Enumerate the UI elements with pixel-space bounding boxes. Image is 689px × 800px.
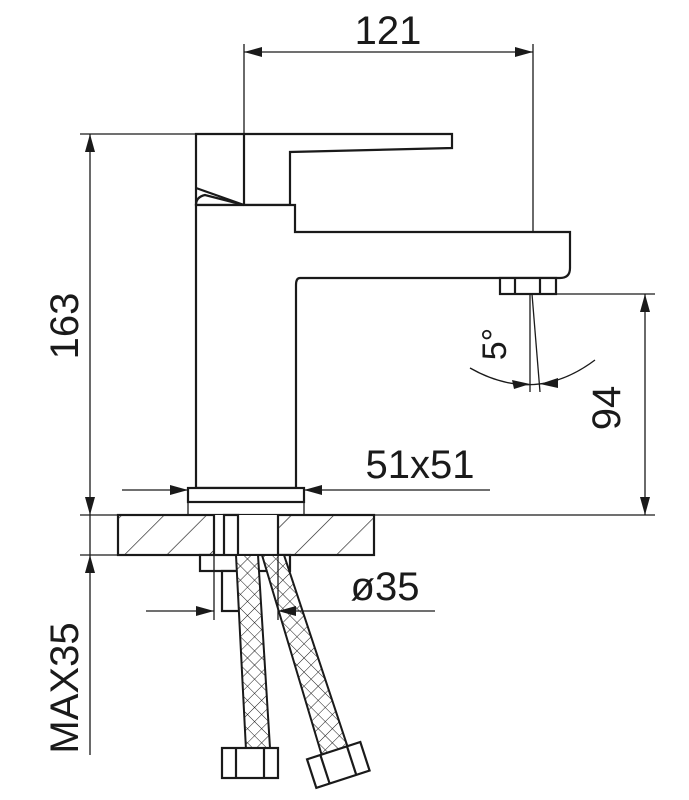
faucet-body <box>186 132 572 504</box>
spray-angle-indicator: 5° <box>469 293 596 393</box>
dimension-label-163: 163 <box>43 293 87 360</box>
dimension-hole-diameter: ø35 <box>146 555 435 620</box>
dimension-label-121: 121 <box>355 9 422 53</box>
dimension-label-diameter-35: ø35 <box>351 565 420 609</box>
dimension-label-51x51: 51x51 <box>366 443 475 487</box>
mounting-hardware <box>198 513 371 790</box>
countertop-section <box>80 513 655 557</box>
dimension-spout-height: 94 <box>540 293 655 515</box>
dimension-spout-reach: 121 <box>243 9 534 232</box>
dimension-base-size: 51x51 <box>122 443 490 515</box>
dimension-max-thickness: MAX35 <box>43 515 214 755</box>
spray-angle-label: 5° <box>476 328 514 361</box>
dimension-label-max35: MAX35 <box>43 622 87 753</box>
dimension-total-height: 163 <box>43 133 196 515</box>
dimension-label-94: 94 <box>585 386 629 431</box>
